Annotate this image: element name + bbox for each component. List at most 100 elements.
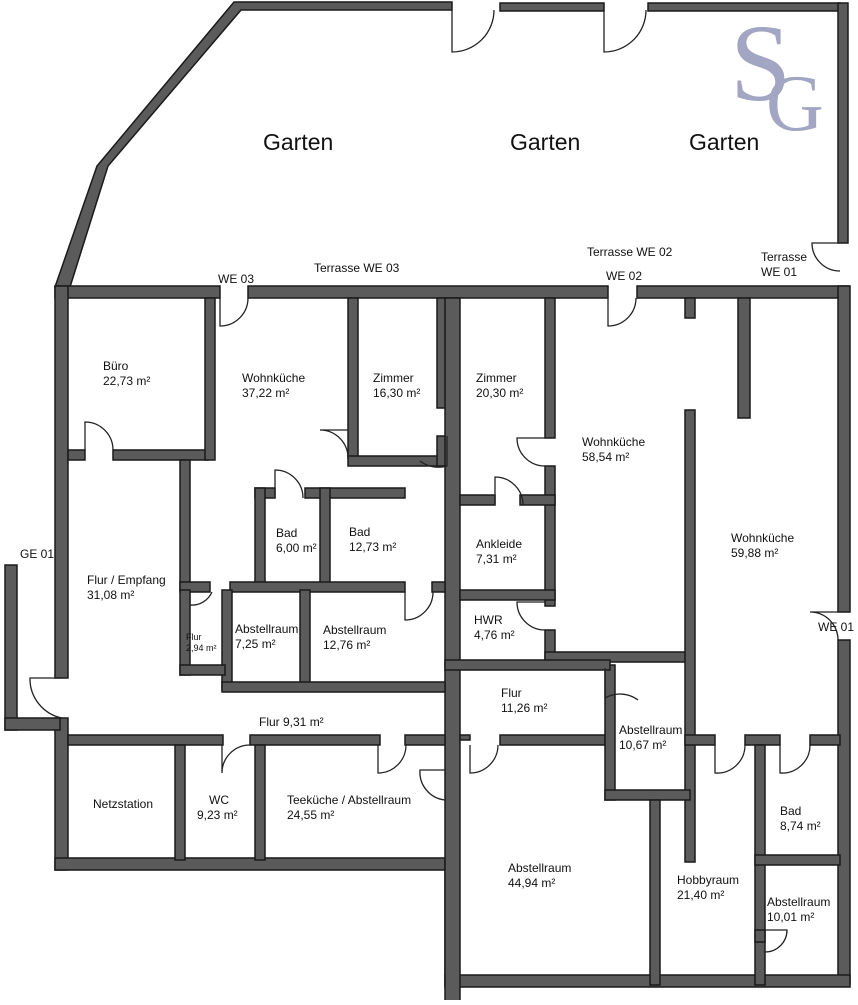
room-flur-empfang: Flur / Empfang 31,08 m² [87, 573, 166, 603]
door-arc [84, 421, 114, 451]
entrance-label-ge01: GE 01 [20, 547, 55, 561]
door-arc [377, 744, 407, 774]
room-teekueche: Teeküche / Abstellraum 24,55 m² [287, 793, 411, 823]
garden-label: Garten [510, 129, 581, 155]
room-name: Büro [103, 359, 129, 373]
room-name: Bad [780, 804, 802, 818]
room-name: Abstellraum [323, 623, 387, 637]
garden-wall-right [837, 2, 849, 244]
room-name: HWR [474, 613, 503, 627]
garden-wall [53, 1, 453, 288]
room-name: Flur / Empfang [87, 573, 166, 587]
entrance-label-we03: WE 03 [218, 272, 255, 286]
room-area: 7,25 m² [235, 637, 276, 651]
room-name: Ankleide [476, 537, 523, 551]
door-arc [29, 677, 63, 719]
logo-letter-s: S [730, 2, 791, 124]
room-bad-1: Bad 6,00 m² [276, 526, 317, 556]
outer-wall-right [837, 639, 851, 985]
door-arc [319, 429, 349, 459]
room-name: Teeküche / Abstellraum [287, 793, 412, 807]
room-area: 11,26 m² [501, 701, 548, 715]
door-arc [221, 744, 251, 774]
room-name: Flur 9,31 m² [259, 715, 324, 729]
ge01-wall [4, 564, 18, 731]
room-name: Wohnküche [242, 371, 306, 385]
room-area: 10,67 m² [619, 738, 667, 752]
door-arc [451, 9, 495, 53]
door-arc [419, 769, 446, 801]
room-name: Zimmer [373, 371, 414, 385]
door-arc [516, 601, 546, 631]
room-wohnkueche-we01: Wohnküche 59,88 m² [731, 531, 794, 561]
room-name: Wohnküche [582, 435, 646, 449]
room-area: 2,94 m² [186, 643, 217, 653]
room-abstellraum-1: Abstellraum 7,25 m² [235, 622, 298, 652]
entrance-label-we02: WE 02 [606, 269, 643, 283]
room-flur-small: Flur 2,94 m² [186, 632, 217, 654]
room-area: 8,74 m² [780, 819, 821, 833]
outer-wall-top [54, 285, 221, 299]
room-name: Flur [501, 686, 522, 700]
room-area: 20,30 m² [476, 386, 524, 400]
outer-wall-left [54, 285, 69, 679]
door-arc [714, 744, 746, 774]
room-flur-corridor: Flur 9,31 m² [259, 715, 324, 730]
walls [4, 1, 851, 1005]
room-area: 7,31 m² [476, 552, 517, 566]
room-area: 59,88 m² [731, 546, 779, 560]
doors [29, 9, 841, 953]
room-wohnkueche-we03: Wohnküche 37,22 m² [242, 371, 305, 401]
door-arc [603, 9, 647, 53]
room-netzstation: Netzstation [93, 797, 153, 812]
room-name: Abstellraum [508, 861, 572, 875]
room-name: Bad [349, 525, 371, 539]
room-area: 44,94 m² [508, 876, 556, 890]
garden-label: Garten [689, 129, 760, 155]
room-abstellraum-3: Abstellraum 10,67 m² [619, 723, 682, 753]
door-arc [607, 297, 637, 327]
room-name: Hobbyraum [677, 873, 740, 887]
room-area: 12,73 m² [349, 540, 397, 554]
door-arc [494, 476, 524, 506]
room-area: 58,54 m² [582, 450, 630, 464]
room-ankleide: Ankleide 7,31 m² [476, 537, 522, 567]
sg-logo: S G [730, 2, 824, 137]
room-abstellraum-4: Abstellraum 10,01 m² [767, 895, 830, 925]
outer-wall-top [636, 285, 850, 299]
door-arc [404, 591, 434, 621]
room-name: Bad [276, 526, 298, 540]
door-arc [219, 297, 249, 327]
door-arc [764, 929, 788, 953]
room-wc: WC 9,23 m² [197, 793, 238, 823]
room-area: 21,40 m² [677, 888, 725, 902]
room-name: Abstellraum [619, 723, 683, 737]
door-arc [189, 591, 213, 606]
terrace-label-we01-unit: WE 01 [761, 265, 798, 279]
room-area: 12,76 m² [323, 638, 371, 652]
room-name: WC [209, 793, 229, 807]
room-name: Flur [186, 632, 202, 642]
outer-wall-bottom [444, 974, 851, 988]
outer-wall-left [54, 717, 69, 871]
entrance-label-we01: WE 01 [818, 620, 855, 634]
door-arc [809, 611, 839, 641]
room-abstellraum-big: Abstellraum 44,94 m² [508, 861, 571, 891]
terrace-label-we03: Terrasse WE 03 [314, 261, 400, 275]
door-arc [779, 744, 811, 774]
room-wohnkueche-we02: Wohnküche 58,54 m² [582, 435, 645, 465]
room-zimmer-1: Zimmer 16,30 m² [373, 371, 420, 401]
room-area: 37,22 m² [242, 386, 290, 400]
room-area: 4,76 m² [474, 628, 515, 642]
room-zimmer-2: Zimmer 20,30 m² [476, 371, 523, 401]
door-arc [604, 668, 639, 701]
door-arc [516, 437, 546, 467]
room-area: 6,00 m² [276, 541, 317, 555]
room-area: 24,55 m² [287, 808, 335, 822]
room-name: Abstellraum [235, 622, 299, 636]
room-buero: Büro 22,73 m² [103, 359, 150, 389]
room-flur-mid: Flur 11,26 m² [501, 686, 547, 716]
room-bad-3: Bad 8,74 m² [780, 804, 821, 834]
